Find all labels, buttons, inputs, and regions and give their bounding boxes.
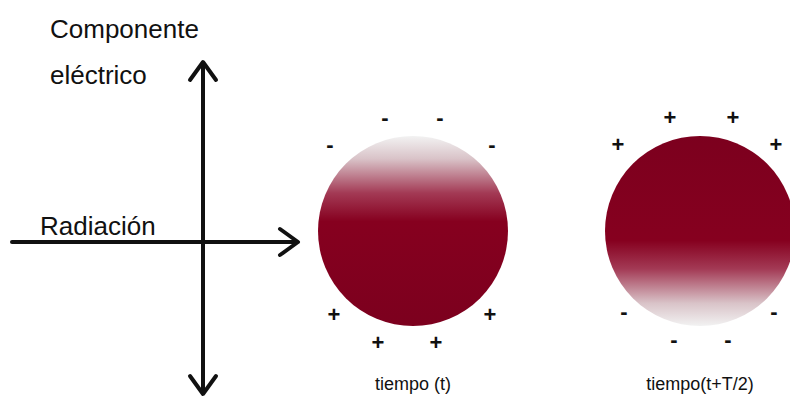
- charge-sign: +: [484, 302, 497, 327]
- axes: [12, 62, 298, 394]
- charge-sign: -: [436, 105, 443, 130]
- axis-label: Componente eléctrico: [50, 6, 240, 98]
- charge-sign: +: [664, 105, 677, 130]
- axis-label: Radiación: [40, 212, 156, 242]
- charge-sign: -: [381, 105, 388, 130]
- arrow-head: [190, 376, 216, 394]
- arrow-head: [280, 229, 298, 255]
- charge-sign: +: [372, 330, 385, 355]
- charge-sign: -: [770, 299, 777, 324]
- sphere: [605, 136, 790, 326]
- vertical-axis: [201, 64, 205, 392]
- charge-sign: +: [727, 105, 740, 130]
- charge-sign: -: [724, 327, 731, 352]
- charge-sign: -: [326, 132, 333, 157]
- charge-sign: -: [620, 299, 627, 324]
- charge-sign: -: [670, 327, 677, 352]
- charge-sign: -: [488, 132, 495, 157]
- arrow-head: [190, 62, 216, 80]
- charge-sign: +: [612, 132, 625, 157]
- charge-sign: +: [328, 302, 341, 327]
- charge-sign: +: [770, 132, 783, 157]
- time-caption: tiempo(t+T/2): [646, 374, 754, 395]
- charge-sign: +: [430, 330, 443, 355]
- sphere: [318, 136, 508, 326]
- time-caption: tiempo (t): [375, 374, 451, 395]
